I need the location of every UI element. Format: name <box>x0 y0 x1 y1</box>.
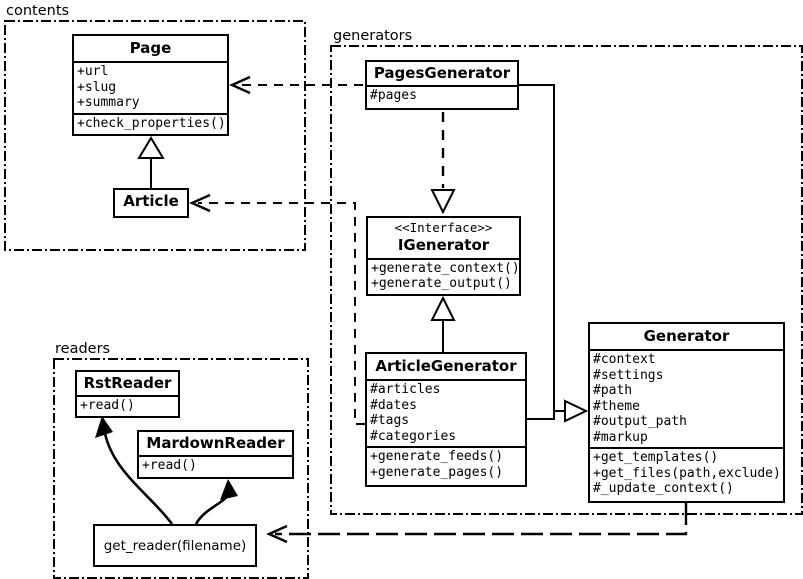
relationship-generator-getreader <box>266 503 688 544</box>
class-name-pagesgenerator: PagesGenerator <box>373 64 511 82</box>
class-name-text: IGenerator <box>397 235 490 254</box>
class-operations-generator: +get_templates() +get_files(path,exclude… <box>590 447 783 499</box>
attribute: #theme <box>593 398 640 414</box>
relationship-pagesgenerator-generator <box>519 84 589 423</box>
class-name-rstreader: RstReader <box>83 374 172 392</box>
attribute: #output_path <box>593 414 687 429</box>
class-box-article[interactable]: Article <box>113 188 189 218</box>
class-name-article: Article <box>123 192 179 210</box>
class-attributes-articlegenerator: #articles #dates #tags #categories <box>367 379 525 446</box>
class-attributes-generator: #context #settings #path #theme #output_… <box>590 349 783 447</box>
class-operations-mardownreader: +read() <box>139 455 292 476</box>
class-operations-articlegenerator: +generate_feeds() +generate_pages() <box>367 446 525 482</box>
attribute: #pages <box>370 88 417 103</box>
attribute: #dates <box>370 397 417 413</box>
class-box-articlegenerator[interactable]: ArticleGenerator #articles #dates #tags … <box>365 352 527 487</box>
class-box-page[interactable]: Page +url +slug +summary +check_properti… <box>72 34 229 136</box>
attribute: +url <box>77 64 109 79</box>
attribute: #tags <box>370 413 410 428</box>
class-operations-page: +check_properties() <box>74 112 227 134</box>
relationship-articlegenerator-article <box>189 193 365 425</box>
package-label-contents: contents <box>4 3 72 19</box>
class-box-pagesgenerator[interactable]: PagesGenerator #pages <box>365 60 519 110</box>
operation: +generate_output() <box>371 276 512 291</box>
function-box-get-reader[interactable]: get_reader(filename) <box>93 524 257 567</box>
class-box-generator[interactable]: Generator #context #settings #path #them… <box>588 322 785 503</box>
operation: +get_files(path,exclude) <box>593 465 781 481</box>
relationship-article-page <box>137 136 165 188</box>
attribute: #path <box>593 383 633 398</box>
relationship-getreader-mardownreader <box>194 479 238 525</box>
class-box-rstreader[interactable]: RstReader +read() <box>75 370 180 418</box>
relationship-articlegenerator-generator <box>527 411 555 420</box>
attribute: +slug <box>77 79 117 95</box>
class-operations-rstreader: +read() <box>77 395 178 416</box>
class-box-mardownreader[interactable]: MardownReader +read() <box>137 430 294 479</box>
attribute: +summary <box>77 95 140 110</box>
class-name-igenerator: <<Interface>> IGenerator <box>368 218 519 258</box>
package-label-readers: readers <box>53 341 113 357</box>
operation: +generate_feeds() <box>370 449 504 464</box>
attribute: #context <box>593 352 656 367</box>
class-name-page: Page <box>129 39 172 57</box>
class-attributes-page: +url +slug +summary <box>74 61 227 113</box>
operation: +check_properties() <box>77 115 226 131</box>
attribute: #articles <box>370 382 441 397</box>
class-name-mardownreader: MardownReader <box>146 434 285 452</box>
class-operations-igenerator: +generate_context() +generate_output() <box>368 257 520 294</box>
package-label-generators: generators <box>331 28 415 44</box>
class-name-generator: Generator <box>643 327 730 345</box>
operation: +read() <box>80 398 135 413</box>
relationship-pagesgenerator-page <box>229 75 363 95</box>
attribute: #categories <box>370 428 457 444</box>
relationship-pagesgenerator-igenerator <box>430 112 456 215</box>
operation: #_update_context() <box>593 481 734 496</box>
operation: +get_templates() <box>593 450 719 465</box>
operation: +read() <box>142 458 197 473</box>
class-attributes-pagesgenerator: #pages <box>367 85 517 106</box>
attribute: #settings <box>593 367 664 383</box>
function-label: get_reader(filename) <box>103 537 247 554</box>
relationship-articlegenerator-igenerator <box>430 295 456 352</box>
operation: +generate_context() <box>371 260 520 276</box>
attribute: #markup <box>593 429 648 445</box>
class-box-igenerator[interactable]: <<Interface>> IGenerator +generate_conte… <box>366 216 521 296</box>
class-name-articlegenerator: ArticleGenerator <box>375 357 517 375</box>
operation: +generate_pages() <box>370 464 504 480</box>
